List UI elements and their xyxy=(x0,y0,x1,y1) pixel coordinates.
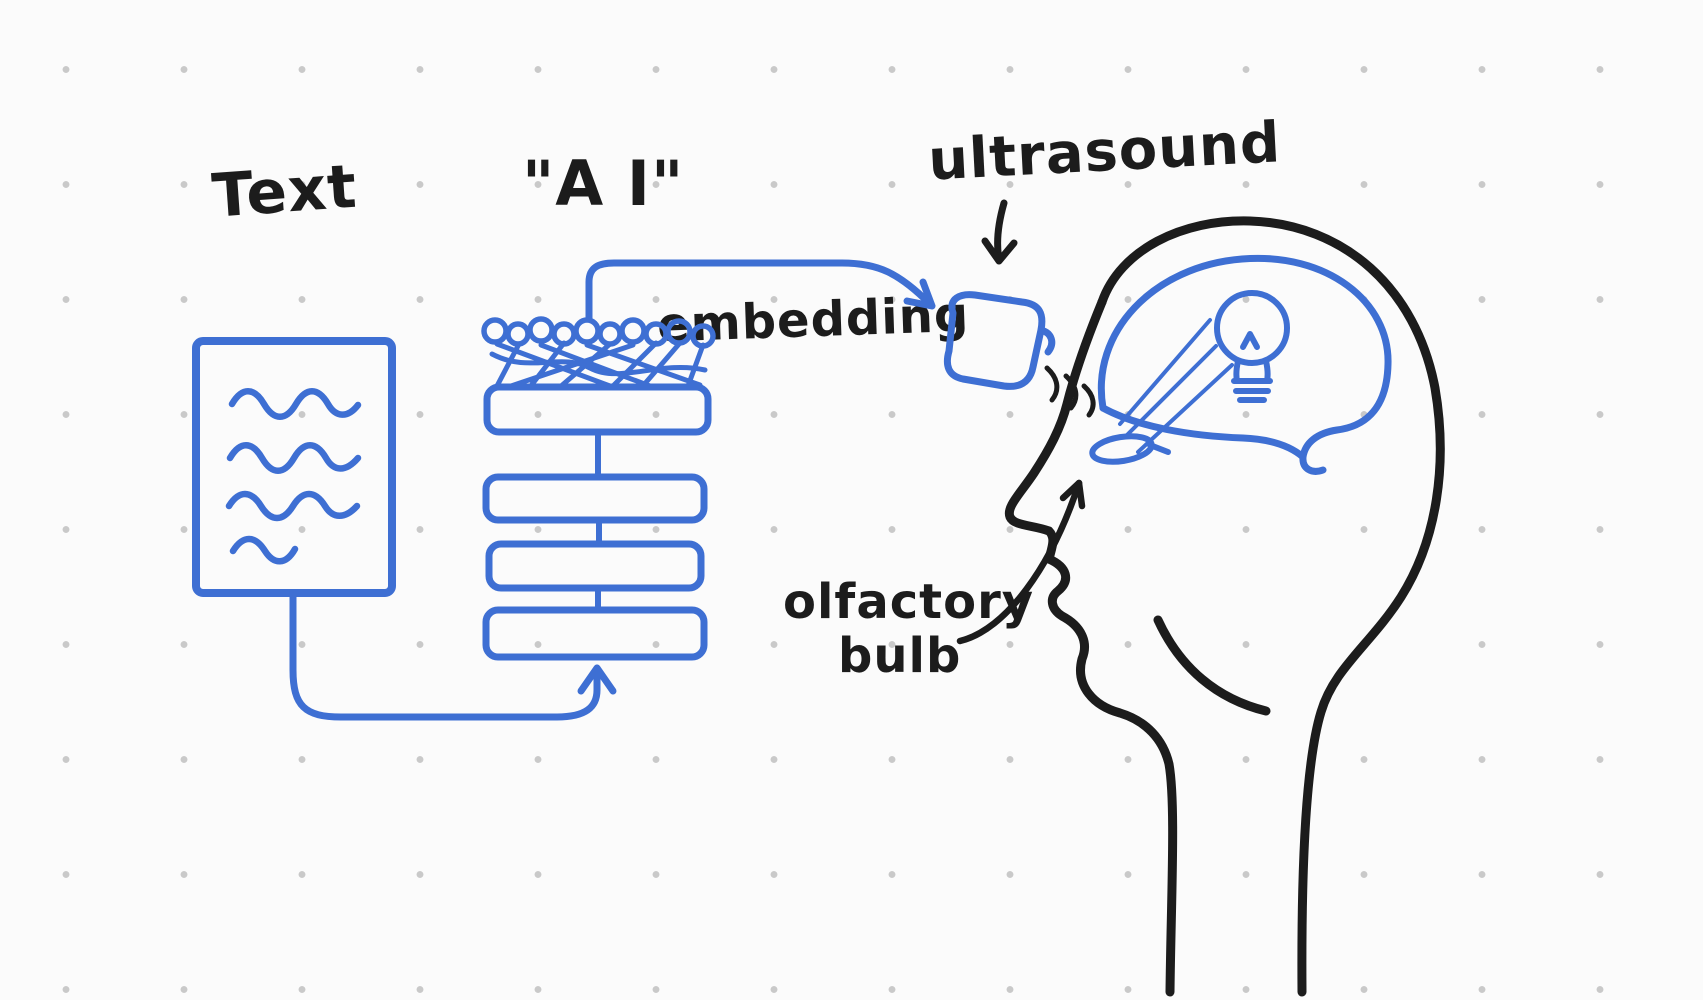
text-document-sketch xyxy=(192,337,396,597)
arrowhead xyxy=(981,237,1018,265)
ultrasound-pointer-arrow xyxy=(981,199,1018,265)
ai-label: "A I" xyxy=(522,147,684,220)
lightbulb-icon xyxy=(1214,290,1290,403)
olfactory-label-line1: olfactory xyxy=(783,574,1034,630)
head-face-outline xyxy=(1004,297,1178,997)
document-wavy-lines xyxy=(225,388,362,565)
arrowhead xyxy=(1059,479,1086,510)
text-label: Text xyxy=(210,152,360,232)
olfactory-label-line2: bulb xyxy=(838,628,961,684)
head-profile-sketch xyxy=(1004,216,1445,997)
olfactory-pointer-arrow xyxy=(956,479,1086,645)
olfactory-bulb-sketch xyxy=(1089,433,1171,465)
network-layer-connectors xyxy=(595,429,602,613)
network-crossing-connections xyxy=(489,340,708,391)
head-jaw-line xyxy=(1153,615,1271,716)
neural-network-sketch xyxy=(481,316,716,661)
sound-wave-arcs xyxy=(1044,365,1096,418)
document-to-network-arrow xyxy=(289,592,617,721)
ultrasound-transducer-sketch xyxy=(943,291,1056,390)
lightbulb-filament xyxy=(1240,331,1260,350)
arrowhead xyxy=(903,278,936,310)
brain-sketch xyxy=(1097,254,1392,475)
lightbulb-beam-lines xyxy=(1118,318,1234,454)
arrowhead xyxy=(577,664,617,695)
head-skull-outline xyxy=(1097,216,1445,997)
ultrasound-label: ultrasound xyxy=(927,110,1283,193)
embedding-arrow xyxy=(585,259,936,322)
